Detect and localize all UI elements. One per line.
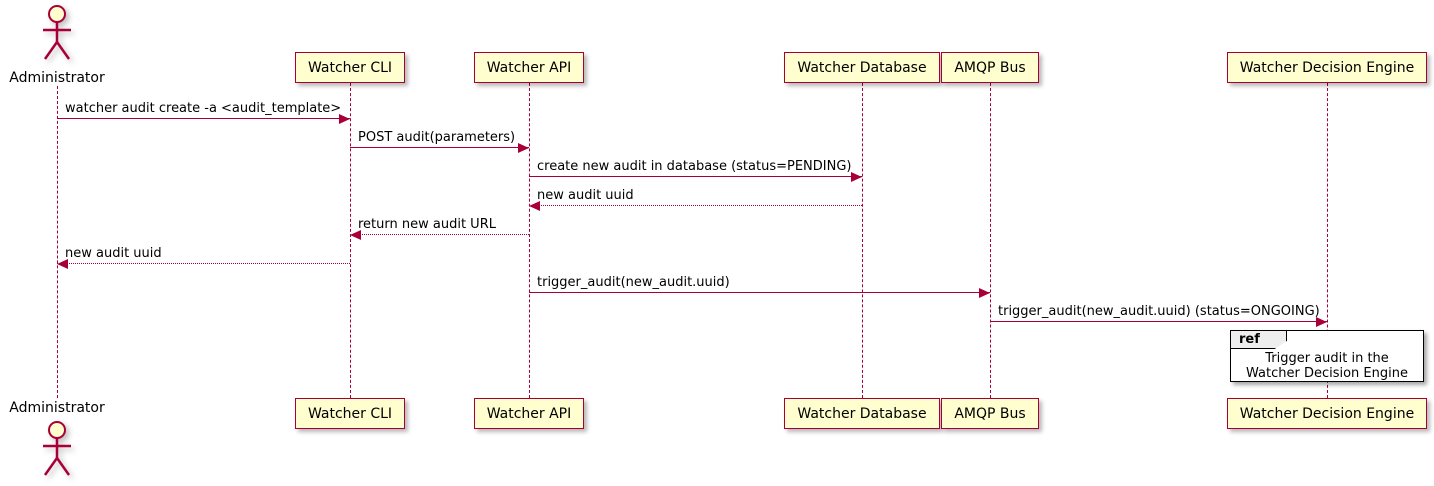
ref-fragment-body-line-2: Watcher Decision Engine xyxy=(1246,366,1408,381)
message-label-7: trigger_audit(new_audit.uuid) xyxy=(537,275,730,290)
lifeline-watcher-database xyxy=(862,83,863,398)
message-arrowhead-3 xyxy=(851,171,862,182)
message-line-2 xyxy=(350,147,529,148)
participant-amqp-bus-top[interactable]: AMQP Bus xyxy=(941,52,1039,83)
message-arrowhead-6 xyxy=(57,258,68,269)
message-label-6: new audit uuid xyxy=(65,246,162,261)
message-arrowhead-8 xyxy=(1316,316,1327,327)
participant-watcher-database-bottom[interactable]: Watcher Database xyxy=(784,398,940,429)
participant-watcher-api-bottom[interactable]: Watcher API xyxy=(473,398,585,429)
actor-label-administrator-top: Administrator xyxy=(9,70,105,86)
message-arrowhead-7 xyxy=(979,287,990,298)
message-line-6 xyxy=(57,263,350,264)
message-line-1 xyxy=(57,118,350,119)
ref-fragment-body-line-1: Trigger audit in the xyxy=(1265,351,1389,366)
message-arrowhead-4 xyxy=(529,200,540,211)
message-line-7 xyxy=(529,292,990,293)
message-arrowhead-5 xyxy=(350,229,361,240)
message-label-2: POST audit(parameters) xyxy=(358,130,516,145)
message-label-5: return new audit URL xyxy=(358,217,496,232)
participant-amqp-bus-bottom[interactable]: AMQP Bus xyxy=(941,398,1039,429)
lifeline-watcher-cli xyxy=(350,83,351,398)
participant-watcher-cli-top[interactable]: Watcher CLI xyxy=(294,52,406,83)
message-label-8: trigger_audit(new_audit.uuid) (status=ON… xyxy=(998,304,1320,319)
lifeline-watcher-decision-engine xyxy=(1327,83,1328,398)
lifeline-amqp-bus xyxy=(990,83,991,398)
participant-watcher-cli-bottom[interactable]: Watcher CLI xyxy=(294,398,406,429)
message-line-4 xyxy=(529,205,862,206)
message-label-3: create new audit in database (status=PEN… xyxy=(537,159,852,174)
message-line-5 xyxy=(350,234,529,235)
participant-watcher-decision-engine-top[interactable]: Watcher Decision Engine xyxy=(1226,52,1428,83)
ref-fragment-tab: ref xyxy=(1231,331,1287,349)
participant-watcher-database-top[interactable]: Watcher Database xyxy=(784,52,940,83)
message-line-8 xyxy=(990,321,1327,322)
participant-watcher-decision-engine-bottom[interactable]: Watcher Decision Engine xyxy=(1226,398,1428,429)
message-line-3 xyxy=(529,176,862,177)
message-arrowhead-1 xyxy=(339,113,350,124)
actor-administrator-bottom xyxy=(35,420,79,478)
actor-administrator-top xyxy=(35,4,79,62)
lifeline-administrator xyxy=(57,86,58,398)
message-label-4: new audit uuid xyxy=(537,188,634,203)
actor-label-administrator-bottom: Administrator xyxy=(9,400,105,416)
participant-watcher-api-top[interactable]: Watcher API xyxy=(473,52,585,83)
lifeline-watcher-api xyxy=(529,83,530,398)
message-arrowhead-2 xyxy=(518,142,529,153)
message-label-1: watcher audit create -a <audit_template> xyxy=(65,101,342,116)
